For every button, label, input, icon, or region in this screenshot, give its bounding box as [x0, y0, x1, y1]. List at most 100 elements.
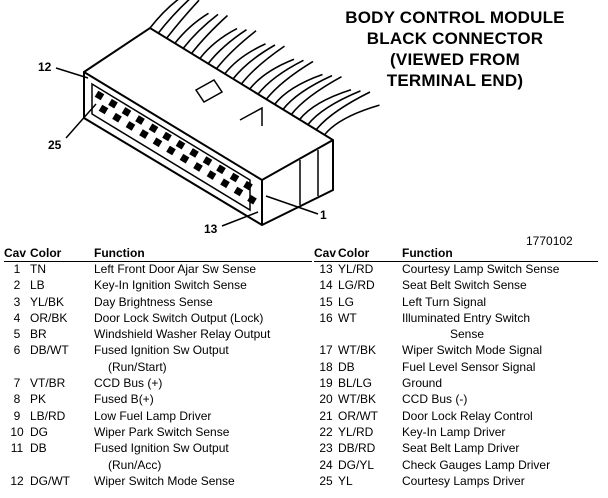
cavity: [98, 104, 109, 115]
color-cell: YL/RD: [338, 262, 374, 276]
color-cell: WT/BK: [338, 343, 376, 358]
cav-cell: 14: [319, 278, 333, 293]
color-cell: TN: [30, 262, 46, 276]
wire: [182, 13, 219, 49]
cav-cell: 25: [319, 473, 333, 488]
header-function: Function: [402, 245, 598, 262]
header-function: Function: [94, 245, 312, 262]
connector-drawing: [55, 0, 380, 227]
function-cell: Ground: [402, 376, 443, 391]
function-cell: Courtesy Lamps Driver: [402, 473, 525, 488]
cavity: [206, 170, 217, 180]
wire: [257, 59, 304, 95]
cav-cell: 17: [319, 343, 333, 358]
function-cell: Fused Ignition Sw Output: [94, 343, 229, 358]
color-cell: BL/LG: [338, 376, 373, 391]
cav-cell: 7: [13, 376, 21, 391]
figure-id: 1770102: [526, 234, 573, 248]
function-cell: Key-In Lamp Driver: [402, 424, 506, 439]
table-row: 17 WT/BK Wiper Switch Mode Signal: [314, 343, 598, 359]
cavity: [233, 186, 244, 197]
function-cell: Wiper Switch Mode Signal: [402, 343, 543, 358]
wire: [224, 43, 266, 75]
cavity: [125, 121, 136, 131]
table-row: 10 DG Wiper Park Switch Sense: [4, 425, 312, 441]
cav-cell: 10: [10, 424, 24, 439]
table-row: 11 DB Fused Ignition Sw Output: [4, 441, 312, 457]
cav-cell: 11: [10, 441, 24, 456]
cav-cell: 12: [10, 473, 24, 488]
function-cell: Seat Belt Lamp Driver: [402, 441, 520, 456]
wire: [290, 75, 342, 116]
callout-cavity-1: 1: [320, 208, 327, 222]
cav-cell: 13: [319, 262, 333, 276]
connector-body: [83, 26, 334, 227]
color-cell: DB/WT: [30, 343, 69, 358]
cav-cell: 3: [13, 294, 21, 309]
header-color: Color: [30, 245, 94, 262]
cavity: [202, 156, 213, 166]
cavity: [166, 145, 176, 156]
color-cell: DB: [30, 441, 47, 456]
function-cell: Wiper Park Switch Sense: [94, 424, 230, 439]
function-cell: Illuminated Entry Switch: [402, 310, 531, 325]
color-cell: DG: [30, 424, 48, 439]
cav-cell: 4: [13, 310, 21, 325]
wire: [282, 74, 333, 111]
function-cell: Fused Ignition Sw Output: [94, 441, 229, 456]
color-cell: BR: [30, 327, 47, 342]
callout-leaders: [55, 67, 319, 227]
cavity: [121, 107, 132, 117]
cavity: [148, 123, 159, 134]
cavity: [152, 137, 163, 148]
color-cell: YL: [338, 473, 353, 488]
function-cell: Day Brightness Sense: [94, 294, 213, 309]
color-cell: [338, 327, 402, 343]
color-cell: WT/BK: [338, 392, 376, 407]
table-header-row: Cav Color Function: [4, 245, 312, 262]
color-cell: YL/RD: [338, 424, 374, 439]
cav-cell: [4, 360, 30, 376]
cav-cell: 15: [319, 294, 333, 309]
function-cell: Courtesy Lamp Switch Sense: [402, 262, 560, 276]
table-row: 25 YL Courtesy Lamps Driver: [314, 474, 598, 490]
wire: [149, 0, 179, 29]
wire: [265, 60, 314, 100]
cav-cell: 20: [319, 392, 333, 407]
function-cell: Seat Belt Switch Sense: [402, 278, 527, 293]
cav-cell: 16: [319, 310, 333, 325]
color-cell: LB: [30, 278, 45, 293]
cav-cell: 18: [319, 359, 333, 374]
wire: [207, 29, 247, 65]
wire: [323, 104, 380, 136]
cavity: [216, 164, 226, 175]
cav-cell: 5: [13, 327, 21, 342]
color-cell: DG/YL: [338, 457, 375, 472]
function-cell: Door Lock Switch Output (Lock): [94, 310, 264, 325]
cavity-array: [94, 90, 257, 205]
cavity: [135, 115, 145, 125]
color-cell: YL/BK: [30, 294, 65, 309]
table-row: (Run/Acc): [4, 458, 312, 474]
cavity: [189, 148, 199, 158]
cavity: [108, 98, 118, 109]
color-cell: LB/RD: [30, 408, 66, 423]
wire: [215, 30, 257, 70]
callout-cavity-25: 25: [48, 138, 62, 152]
callout-cavity-12: 12: [38, 60, 52, 74]
wire: [273, 73, 323, 105]
function-cell: Fuel Level Sensor Signal: [402, 359, 536, 374]
